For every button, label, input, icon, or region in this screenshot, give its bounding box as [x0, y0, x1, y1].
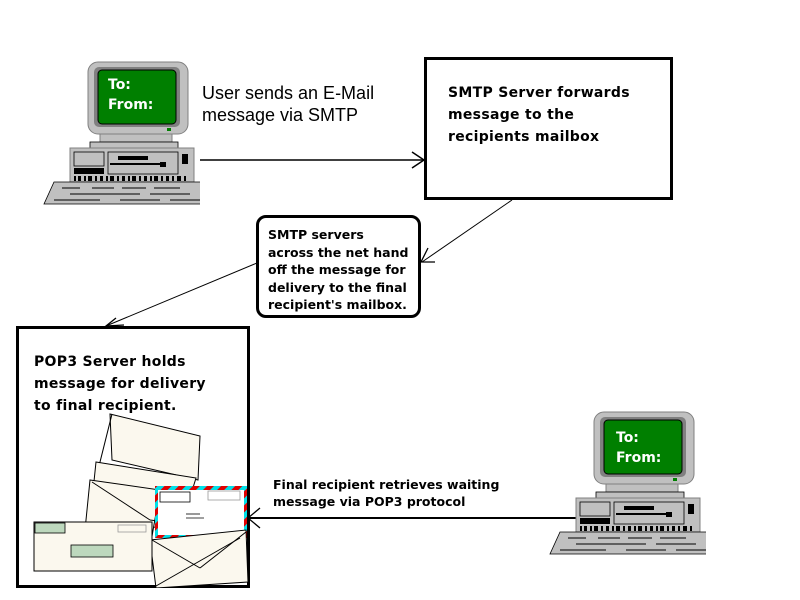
arrow-recipient-to-pop3 [246, 507, 586, 529]
screen-from-label: From: [108, 97, 154, 113]
pop3-server-text: message for delivery [34, 376, 206, 392]
screen-to-label: To: [616, 430, 639, 446]
pop3-server-text: to final recipient. [34, 398, 177, 414]
send-caption: User sends an E-Mail message via SMTP [202, 82, 374, 126]
pop3-server-text: POP3 Server holds [34, 354, 186, 370]
screen-to-label: To: [108, 77, 131, 93]
retrieve-caption-line: message via POP3 protocol [273, 494, 466, 509]
retrieve-caption-line: Final recipient retrieves waiting [273, 477, 500, 492]
relay-text: delivery to the final [268, 279, 407, 295]
relay-text: across the net hand [268, 244, 409, 260]
arrow-relay-to-pop3 [104, 262, 258, 327]
arrow-smtp-to-relay [419, 199, 513, 263]
send-caption-line: message via SMTP [202, 105, 359, 125]
smtp-server-text: message to the [448, 107, 575, 123]
relay-bubble: SMTP servers across the net hand off the… [256, 215, 421, 318]
envelopes-icon [33, 413, 249, 588]
sender-computer: To: From: [40, 50, 211, 210]
screen-from-label: From: [616, 450, 662, 466]
send-caption-line: User sends an E-Mail [202, 83, 375, 103]
recipient-computer: To: From: [546, 400, 717, 560]
pop3-server-box: POP3 Server holds message for delivery t… [16, 326, 250, 588]
smtp-server-text: recipients mailbox [448, 129, 600, 145]
retrieve-caption: Final recipient retrieves waiting messag… [273, 476, 499, 510]
smtp-server-box: SMTP Server forwards message to the reci… [424, 57, 673, 200]
computer-icon [43, 61, 211, 205]
computer-icon [549, 411, 717, 555]
relay-text: SMTP servers [268, 227, 364, 242]
relay-text: recipient's mailbox. [268, 297, 407, 312]
arrow-sender-to-smtp [200, 151, 426, 169]
smtp-server-text: SMTP Server forwards [448, 85, 630, 101]
relay-text: off the message for [268, 262, 406, 277]
